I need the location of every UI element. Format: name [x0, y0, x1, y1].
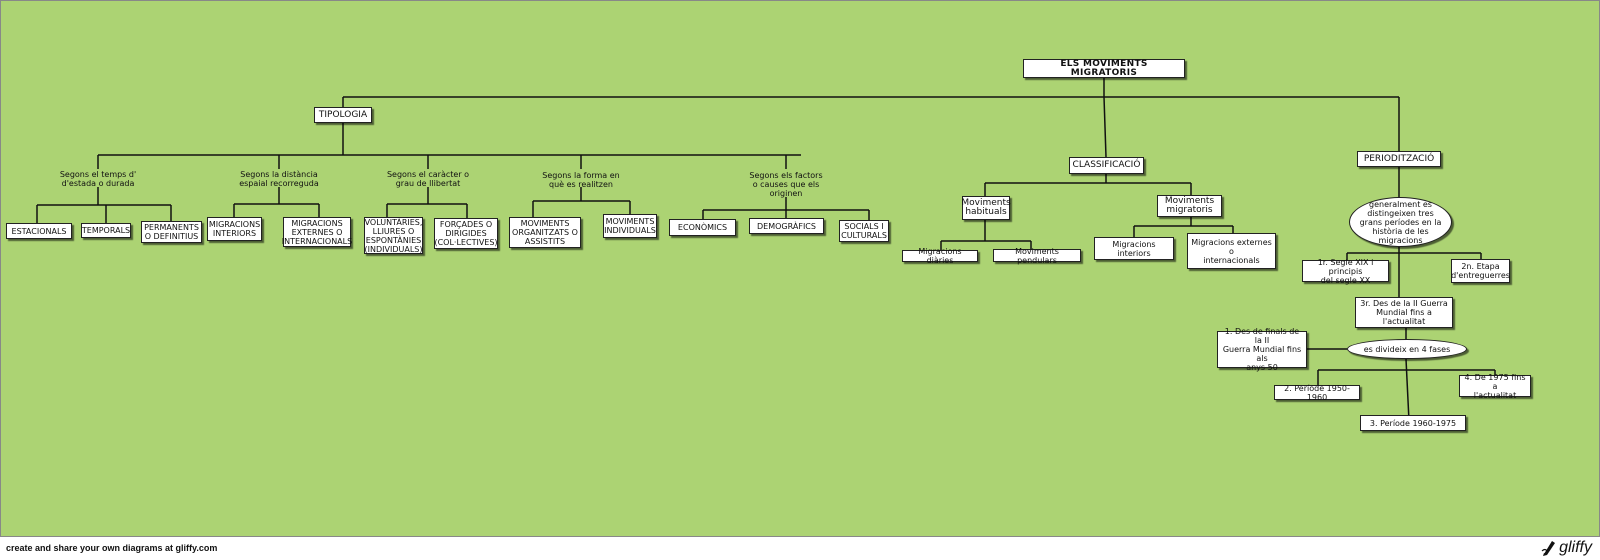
root-node[interactable]: ELS MOVIMENTS MIGRATORIS — [1023, 59, 1185, 78]
periodizacio-node[interactable]: PERIODITZACIÓ — [1357, 151, 1441, 167]
fase-3-box[interactable]: 3. Període 1960-1975 — [1360, 415, 1466, 431]
group-label-forma: Segons la forma en què es realitzen — [542, 171, 620, 189]
leaf-individuals[interactable]: MOVIMENTS INDIVIDUALS — [603, 214, 657, 238]
leaf-permanents[interactable]: PERMANENTS O DEFINITIUS — [141, 221, 202, 243]
moviments-migratoris-node[interactable]: Moviments migratoris — [1157, 195, 1222, 217]
classificacio-node[interactable]: CLASSIFICACIÓ — [1069, 157, 1144, 174]
gliffy-pen-icon — [1541, 541, 1556, 556]
gliffy-logo[interactable]: gliffy — [1541, 539, 1592, 557]
fases-oval[interactable]: es divideix en 4 fases — [1347, 339, 1467, 359]
connector-lines — [36, 78, 1496, 422]
group-label-distancia: Segons la distància espaial recorreguda — [239, 170, 319, 188]
tipologia-node[interactable]: TIPOLOGIA — [314, 107, 372, 123]
leaf-socials[interactable]: SOCIALS I CULTURALS — [839, 220, 889, 242]
period-2-box[interactable]: 2n. Etapa d'entreguerres — [1451, 259, 1510, 283]
footer-link[interactable]: create and share your own diagrams at gl… — [6, 543, 218, 553]
fase-4-box[interactable]: 4. De 1975 fins a l'actualitat — [1459, 373, 1531, 400]
leaf-voluntaries[interactable]: VOLUNTÀRIES, LLIURES O ESPONTÀNIES (INDI… — [364, 217, 423, 254]
diagram-canvas: ELS MOVIMENTS MIGRATORIS TIPOLOGIA Segon… — [0, 0, 1600, 537]
leaf-temporals[interactable]: TEMPORALS — [81, 223, 131, 238]
moviments-habituals-node[interactable]: Moviments habituals — [961, 196, 1011, 220]
group-label-factors: Segons els factors o causes que els orig… — [749, 171, 823, 198]
leaf-migracions-interiors[interactable]: MIGRACIONS INTERIORS — [207, 217, 262, 241]
leaf-organitzats[interactable]: MOVIMENTS ORGANITZATS O ASSISTITS — [509, 217, 581, 248]
leaf-migracions-diaries[interactable]: Migracions diàries — [902, 247, 978, 265]
leaf-migracions-externes-2[interactable]: Migracions externes o internacionals — [1187, 233, 1276, 269]
group-label-llibertat: Segons el caràcter o grau de llibertat — [386, 170, 470, 188]
leaf-forcades[interactable]: FORÇADES O DIRIGIDES (COL·LECTIVES) — [434, 218, 498, 249]
period-3-box[interactable]: 3r. Des de la II Guerra Mundial fins a l… — [1355, 297, 1453, 328]
fase-2-box[interactable]: 2. Període 1950-1960 — [1274, 384, 1360, 402]
leaf-demografics[interactable]: DEMOGRÀFICS — [749, 218, 824, 234]
leaf-estacionals[interactable]: ESTACIONALS — [6, 223, 72, 239]
leaf-migracions-interiors-2[interactable]: Migracions interiors — [1094, 237, 1174, 260]
leaf-economics[interactable]: ECONÒMICS — [669, 219, 736, 236]
periodes-oval[interactable]: generalment es distingeixen tres grans p… — [1349, 197, 1452, 247]
fase-1-box[interactable]: 1. Des de finals de la II Guerra Mundial… — [1217, 327, 1307, 372]
gliffy-logo-text: gliffy — [1559, 539, 1592, 556]
footer-bar: create and share your own diagrams at gl… — [0, 537, 1600, 560]
leaf-migracions-externes[interactable]: MIGRACIONS EXTERNES O INTERNACIONALS — [281, 217, 353, 247]
group-label-durada: Segons el temps d' d'estada o durada — [59, 170, 137, 188]
period-1-box[interactable]: 1r. Segle XIX i principis del segle XX — [1302, 258, 1389, 285]
leaf-moviments-pendulars[interactable]: Moviments pendulars — [993, 247, 1081, 265]
